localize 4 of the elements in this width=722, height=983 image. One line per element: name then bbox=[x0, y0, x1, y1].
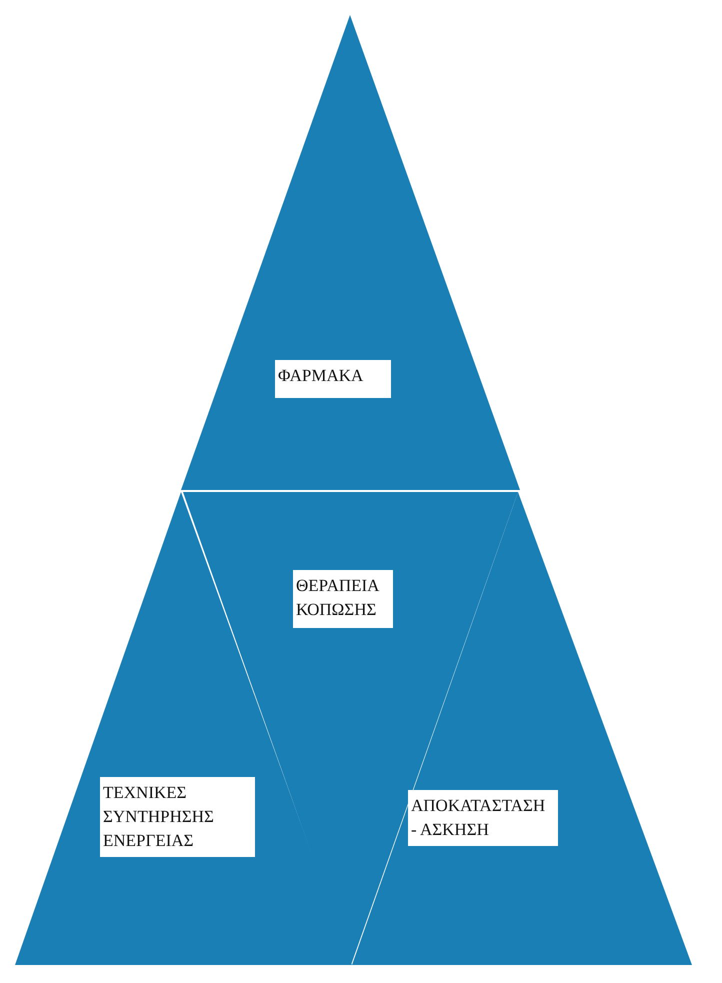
segment-label: ΘΕΡΑΠΕΙΑ ΚΟΠΩΣΗΣ bbox=[293, 570, 393, 628]
segment-label: ΑΠΟΚΑΤΑΣΤΑΣΗ - ΑΣΚΗΣΗ bbox=[408, 790, 558, 846]
segment-label: ΦΑΡΜΑΚΑ bbox=[275, 360, 391, 398]
segment-label: ΤΕΧΝΙΚΕΣ ΣΥΝΤΗΡΗΣΗΣ ΕΝΕΡΓΕΙΑΣ bbox=[100, 777, 255, 857]
